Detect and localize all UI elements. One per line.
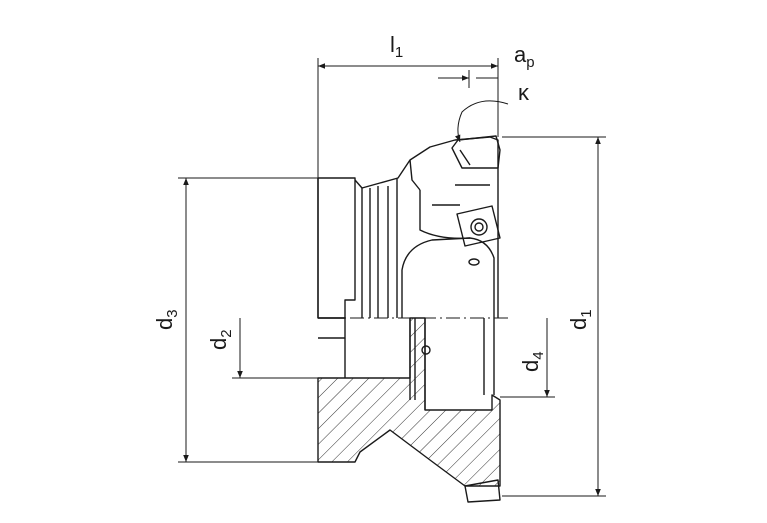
label-d1: d1: [566, 309, 595, 330]
extension-lines: [178, 58, 606, 497]
cutter-body-section: [317, 317, 501, 503]
label-kappa: κ: [518, 80, 530, 105]
dimension-lines: [183, 63, 601, 496]
dim-arc-kappa: [455, 100, 509, 143]
label-d4: d4: [518, 351, 547, 372]
label-l1: l1: [390, 32, 403, 61]
label-d2: d2: [206, 329, 235, 350]
label-ap: ap: [514, 42, 535, 71]
cutter-body-upper: [317, 135, 501, 319]
label-d3: d3: [152, 309, 181, 330]
